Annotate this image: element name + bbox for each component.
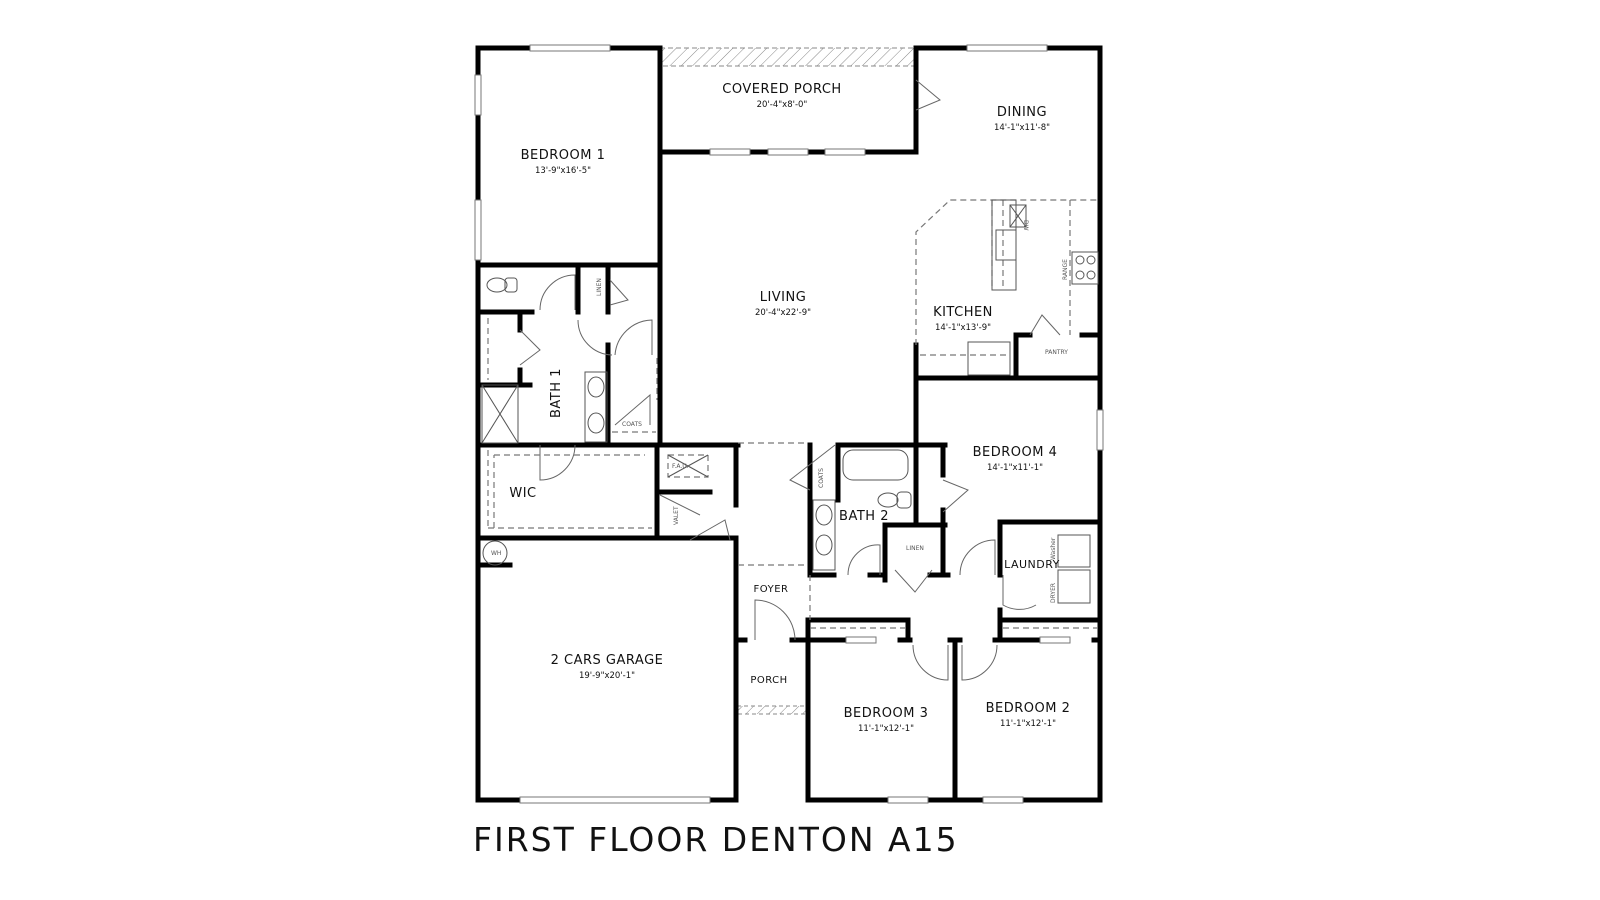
room-living: LIVING 20'-4"x22'-9" — [755, 290, 811, 318]
room-foyer: FOYER — [754, 584, 789, 595]
room-laundry: LAUNDRY — [1004, 558, 1060, 571]
room-garage: 2 CARS GARAGE 19'-9"x20'-1" — [551, 653, 664, 681]
room-porch: PORCH — [750, 675, 787, 686]
linen-label: LINEN — [596, 278, 603, 296]
doors — [519, 79, 1061, 681]
range-label: RANGE — [1062, 259, 1069, 280]
room-bath-1: BATH 1 — [549, 368, 564, 418]
room-name: BEDROOM 2 — [985, 701, 1071, 716]
water-heater-label: WH — [491, 550, 502, 557]
room-dimensions: 14'-1"x11'-1" — [986, 463, 1044, 473]
room-bedroom-3: BEDROOM 3 11'-1"x12'-1" — [844, 706, 929, 734]
room-name: COVERED PORCH — [722, 82, 842, 97]
room-kitchen: KITCHEN 14'-1"x13'-9" — [933, 305, 993, 333]
room-name: BEDROOM 3 — [843, 706, 929, 721]
room-dimensions: 20'-4"x8'-0" — [756, 100, 808, 110]
room-name: WIC — [509, 486, 537, 501]
room-name: 2 CARS GARAGE — [550, 653, 664, 668]
room-dimensions: 14'-1"x13'-9" — [934, 323, 992, 333]
fau-label: F.A.U. — [672, 463, 689, 470]
room-covered-porch: COVERED PORCH 20'-4"x8'-0" — [722, 82, 841, 110]
room-dimensions: 20'-4"x22'-9" — [754, 308, 812, 318]
room-wic: WIC — [509, 486, 536, 501]
room-bedroom-1: BEDROOM 1 13'-9"x16'-5" — [521, 148, 606, 176]
room-dimensions: 11'-1"x12'-1" — [999, 719, 1057, 729]
coats-label: COATS — [622, 421, 642, 428]
room-name: KITCHEN — [933, 305, 993, 320]
dryer-label: DRYER — [1050, 582, 1057, 603]
room-name: BATH 1 — [549, 368, 564, 418]
valet-label: VALET — [673, 506, 680, 525]
room-name: FOYER — [753, 584, 789, 595]
linen-label: LINEN — [906, 545, 924, 552]
room-dining: DINING 14'-1"x11'-8" — [994, 105, 1050, 133]
room-bedroom-2: BEDROOM 2 11'-1"x12'-1" — [986, 701, 1071, 729]
room-dimensions: 11'-1"x12'-1" — [857, 724, 915, 734]
room-name: LAUNDRY — [1004, 558, 1060, 571]
plan-title: FIRST FLOOR DENTON A15 — [473, 820, 959, 859]
windows — [474, 44, 1104, 804]
washer-label: Washer — [1050, 537, 1057, 560]
coats-label: COATS — [818, 468, 825, 488]
room-name: PORCH — [750, 675, 788, 686]
dashed-openings — [487, 199, 1100, 629]
room-name: BEDROOM 4 — [972, 445, 1058, 460]
room-name: DINING — [996, 105, 1048, 120]
room-bedroom-4: BEDROOM 4 14'-1"x11'-1" — [973, 445, 1058, 473]
front-porch-hatch — [736, 705, 810, 715]
pantry-label: PANTRY — [1045, 349, 1068, 356]
fixtures — [481, 199, 1099, 604]
room-dimensions: 14'-1"x11'-8" — [993, 123, 1051, 133]
dishwasher-label: DW — [1022, 220, 1029, 231]
room-dimensions: 19'-9"x20'-1" — [578, 671, 636, 681]
room-dimensions: 13'-9"x16'-5" — [534, 166, 592, 176]
room-name: LIVING — [759, 290, 807, 305]
room-name: BEDROOM 1 — [520, 148, 606, 163]
covered-porch-hatch — [659, 47, 916, 67]
room-name: BATH 2 — [839, 509, 889, 524]
room-bath-2: BATH 2 — [839, 509, 889, 524]
